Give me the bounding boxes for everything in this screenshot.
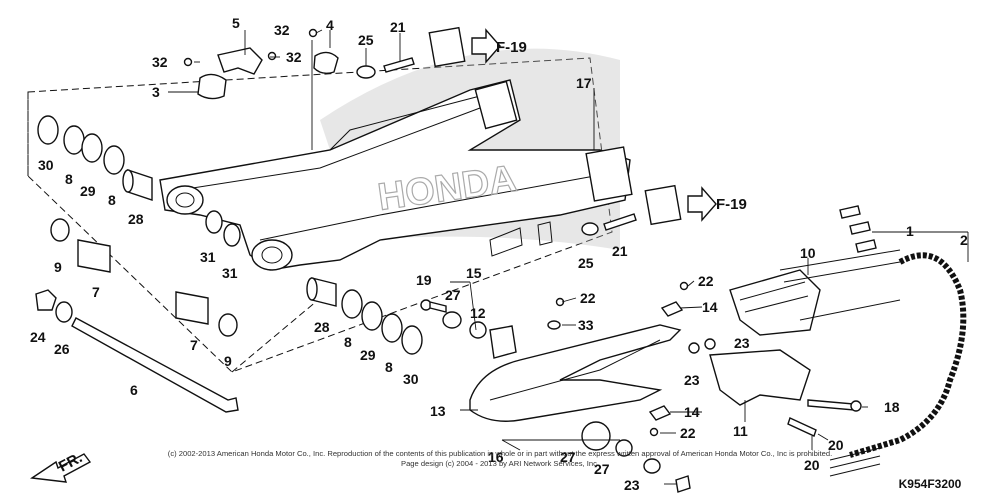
page-design-line: Page design (c) 2004 - 2013 by ARI Netwo…	[401, 459, 599, 468]
callout-27b: 27	[560, 449, 576, 465]
bolt-32	[267, 51, 277, 61]
stud-21	[603, 213, 637, 231]
callout-25a: 25	[358, 32, 374, 48]
callout-8d: 8	[385, 359, 393, 375]
front-direction-marker: FR.	[30, 449, 92, 483]
callout-23c: 23	[624, 477, 640, 493]
callout-24: 24	[30, 329, 46, 345]
callout-23a: 23	[734, 335, 750, 351]
callout-9a: 9	[54, 259, 62, 275]
collar-27	[442, 311, 462, 329]
clamp-5	[217, 47, 263, 75]
callout-30b: 30	[403, 371, 419, 387]
bracket-11	[709, 349, 811, 406]
callout-1: 1	[906, 223, 914, 239]
bolt-20	[787, 417, 817, 437]
callout-13: 13	[430, 403, 446, 419]
swingarm: HONDA	[159, 79, 633, 271]
ref-f19-right[interactable]: F-19	[716, 196, 747, 213]
nut-25	[356, 65, 376, 79]
callouts: 2 1 3 4 5 6 7 7 8 8 8 8 9 9 10 11 12 13 …	[30, 15, 968, 493]
roller-16	[489, 325, 517, 359]
callout-25b: 25	[578, 255, 594, 271]
top-hardware	[183, 26, 717, 236]
callout-8c: 8	[344, 334, 352, 350]
bolt-32	[183, 57, 193, 67]
guide-10	[729, 269, 821, 336]
callout-32b: 32	[286, 49, 302, 65]
bolt-32	[308, 28, 318, 38]
leader-lines	[168, 29, 969, 485]
drive-chain	[779, 205, 967, 477]
callout-21b: 21	[612, 243, 628, 259]
pivot-hardware-lower	[35, 218, 239, 413]
callout-20b: 20	[804, 457, 820, 473]
adjuster-block	[428, 26, 466, 68]
callout-2: 2	[960, 232, 968, 248]
ref-f19-top[interactable]: F-19	[496, 39, 527, 56]
callout-8b: 8	[108, 192, 116, 208]
callout-9b: 9	[224, 353, 232, 369]
callout-5: 5	[232, 15, 240, 31]
callout-10: 10	[800, 245, 816, 261]
callout-31b: 31	[222, 265, 238, 281]
callout-15: 15	[466, 265, 482, 281]
callout-12: 12	[470, 305, 486, 321]
callout-22a: 22	[698, 273, 714, 289]
callout-26: 26	[54, 341, 70, 357]
callout-19: 19	[416, 272, 432, 288]
callout-27c: 27	[594, 461, 610, 477]
callout-21a: 21	[390, 19, 406, 35]
callout-20a: 20	[828, 437, 844, 453]
pivot-bearings-upper	[37, 115, 241, 247]
callout-32c: 32	[274, 22, 290, 38]
callout-4: 4	[326, 17, 334, 33]
arrow-f19-right	[687, 186, 717, 222]
callout-22c: 22	[680, 425, 696, 441]
callout-22b: 22	[580, 290, 596, 306]
callout-31a: 31	[200, 249, 216, 265]
callout-29b: 29	[360, 347, 376, 363]
diagram-code: K954F3200	[899, 477, 962, 491]
callout-28b: 28	[314, 319, 330, 335]
guide-4	[313, 51, 339, 75]
arrow-f19-top	[471, 28, 501, 64]
footer: (c) 2002-2013 American Honda Motor Co., …	[168, 449, 962, 491]
callout-8a: 8	[65, 171, 73, 187]
roller-16-lower	[581, 421, 611, 451]
callout-7b: 7	[190, 337, 198, 353]
callout-6: 6	[130, 382, 138, 398]
nut-25	[581, 222, 599, 236]
callout-33: 33	[578, 317, 594, 333]
adjuster-block-right	[644, 184, 682, 226]
callout-14a: 14	[702, 299, 718, 315]
callout-32a: 32	[152, 54, 168, 70]
callout-27a: 27	[445, 287, 461, 303]
bolt-18	[850, 400, 862, 412]
chain-slider	[420, 297, 691, 493]
callout-23b: 23	[684, 372, 700, 388]
stud-21	[383, 57, 415, 73]
clamp-3	[197, 73, 227, 100]
callout-28a: 28	[128, 211, 144, 227]
callout-3: 3	[152, 84, 160, 100]
callout-29a: 29	[80, 183, 96, 199]
callout-18: 18	[884, 399, 900, 415]
callout-16: 16	[488, 449, 504, 465]
callout-30a: 30	[38, 157, 54, 173]
chain-guide	[679, 269, 862, 437]
pivot-bolt-6	[71, 317, 239, 413]
callout-17: 17	[576, 75, 592, 91]
callout-7a: 7	[92, 284, 100, 300]
pivot-bearings-lower	[306, 277, 423, 355]
copyright-line: (c) 2002-2013 American Honda Motor Co., …	[168, 449, 832, 458]
callout-14b: 14	[684, 404, 700, 420]
bolt-20b	[807, 399, 855, 411]
callout-11: 11	[733, 423, 748, 439]
